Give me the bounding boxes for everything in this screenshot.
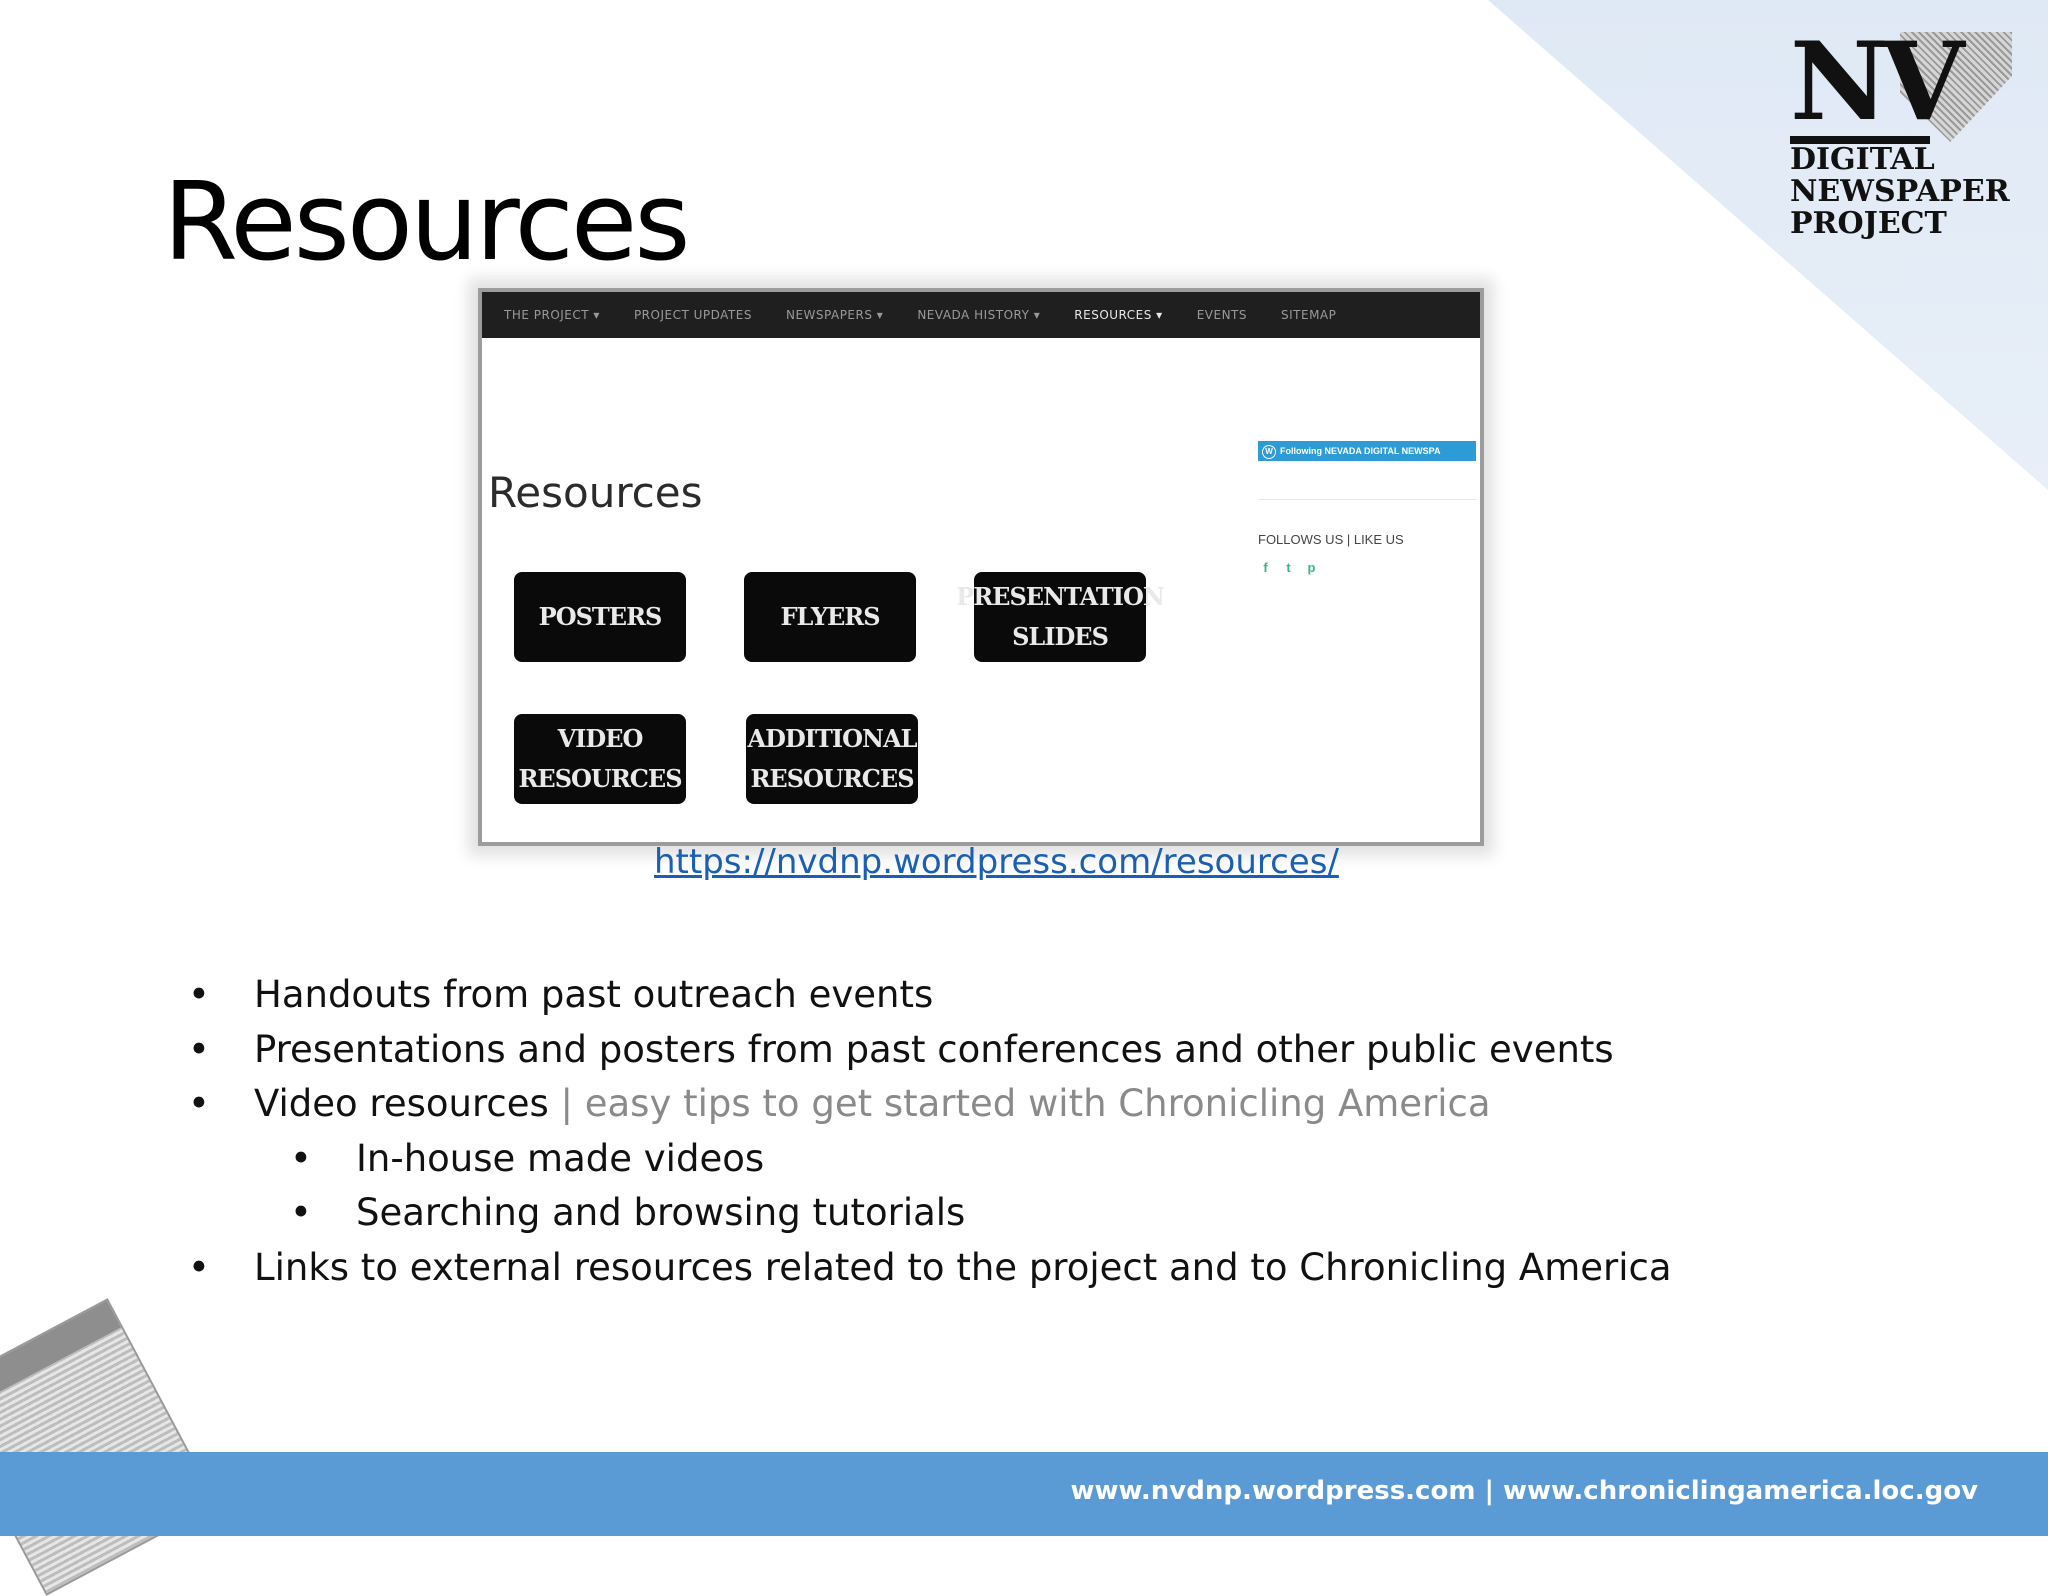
sub-bullet-item: Searching and browsing tutorials <box>184 1186 1744 1241</box>
video-resources-button[interactable]: VIDEO RESOURCES <box>514 714 686 804</box>
footer-bar: www.nvdnp.wordpress.com | www.chroniclin… <box>0 1452 2048 1536</box>
nav-sitemap[interactable]: SITEMAP <box>1281 308 1337 322</box>
follows-label: FOLLOWS US | LIKE US <box>1258 532 1404 547</box>
nav-the-project[interactable]: THE PROJECT ▾ <box>504 308 600 322</box>
slide-title: Resources <box>163 160 691 285</box>
footer-text: www.nvdnp.wordpress.com | www.chroniclin… <box>1070 1476 1979 1506</box>
newspaper-clipping-image <box>0 1298 218 1596</box>
pinterest-icon[interactable]: p <box>1307 560 1316 575</box>
sidebar-divider <box>1258 499 1476 500</box>
logo-mark: NV <box>1790 19 1964 145</box>
nav-newspapers[interactable]: NEWSPAPERS ▾ <box>785 308 884 322</box>
bullet-item: Video resources | easy tips to get start… <box>184 1077 1744 1132</box>
website-screenshot: THE PROJECT ▾ PROJECT UPDATES NEWSPAPERS… <box>478 288 1484 846</box>
nav-resources[interactable]: RESOURCES ▾ <box>1074 308 1163 322</box>
bullet-muted-text: | easy tips to get started with Chronicl… <box>548 1082 1491 1126</box>
bullet-item: Presentations and posters from past conf… <box>184 1023 1744 1078</box>
bullet-main-text: Video resources <box>254 1082 549 1126</box>
facebook-icon[interactable]: f <box>1263 560 1268 575</box>
follow-blog-button[interactable]: W Following NEVADA DIGITAL NEWSPA <box>1258 441 1476 461</box>
site-navbar: THE PROJECT ▾ PROJECT UPDATES NEWSPAPERS… <box>482 292 1480 338</box>
follow-badge-label: Following NEVADA DIGITAL NEWSPA <box>1280 446 1441 456</box>
resources-url-link[interactable]: https://nvdnp.wordpress.com/resources/ <box>654 842 1339 882</box>
nav-nevada-history[interactable]: NEVADA HISTORY ▾ <box>917 308 1041 322</box>
presentation-slides-button[interactable]: PRESENTATION SLIDES <box>956 572 1165 662</box>
newspaper-masthead <box>0 1300 121 1417</box>
additional-resources-button[interactable]: ADDITIONAL RESOURCES <box>746 714 918 804</box>
social-links: f t p <box>1258 560 1319 575</box>
flyers-button[interactable]: FLYERS <box>744 572 916 662</box>
bullet-item: Handouts from past outreach events <box>184 968 1744 1023</box>
twitter-icon[interactable]: t <box>1286 560 1291 575</box>
posters-button[interactable]: POSTERS <box>514 572 686 662</box>
bullet-item: Links to external resources related to t… <box>184 1241 1744 1296</box>
bullet-list: Handouts from past outreach events Prese… <box>184 968 1744 1296</box>
wordpress-icon: W <box>1262 445 1276 459</box>
logo-bar <box>1790 136 1930 144</box>
sub-bullet-item: In-house made videos <box>184 1132 1744 1187</box>
nav-events[interactable]: EVENTS <box>1196 308 1247 322</box>
nav-project-updates[interactable]: PROJECT UPDATES <box>633 308 752 322</box>
page-heading: Resources <box>488 468 703 517</box>
logo-text: DIGITAL NEWSPAPER PROJECT <box>1790 142 2010 241</box>
nv-digital-newspaper-logo: NV DIGITAL NEWSPAPER PROJECT <box>1790 19 2012 242</box>
